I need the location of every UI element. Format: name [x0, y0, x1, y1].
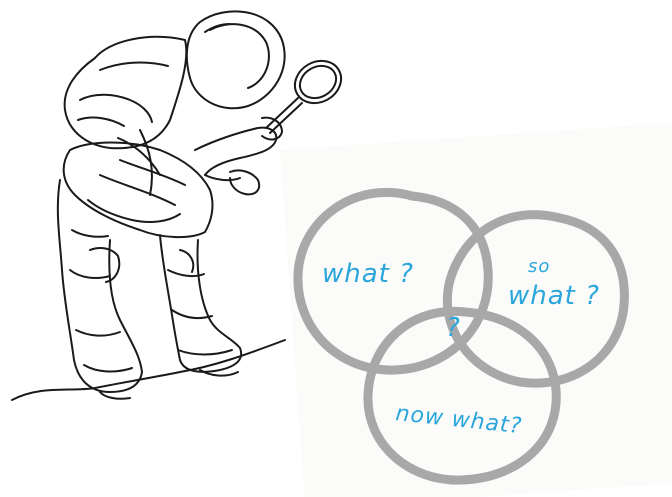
label-center-question: ? [446, 313, 461, 343]
label-so-what: what ? [508, 281, 600, 311]
label-now-what: now what? [394, 401, 523, 439]
label-so: so [528, 256, 550, 277]
label-what: what ? [322, 259, 414, 289]
